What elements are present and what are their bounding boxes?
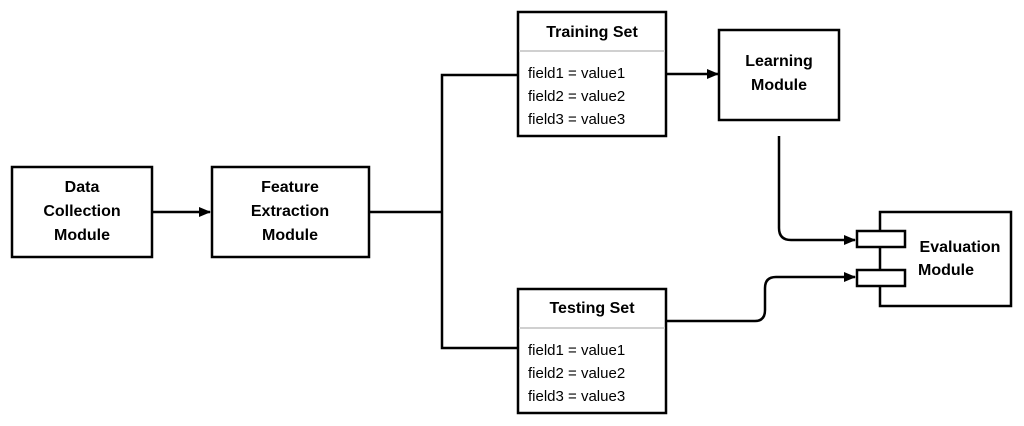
training-set-field-2: field2 = value2: [528, 88, 625, 105]
feature-extraction-module: Feature Extraction Module: [210, 165, 371, 259]
learning-label-1: Learning: [745, 53, 813, 70]
testing-set-title: Testing Set: [549, 300, 635, 317]
edge-split-to-training: [440, 73, 518, 212]
edge-learning-to-evaluation: [777, 136, 856, 245]
evaluation-module: Evaluation Module: [855, 210, 1013, 308]
learning-module: Learning Module: [717, 28, 841, 122]
evaluation-port-bottom: [855, 268, 907, 288]
testing-set: Testing Set field1 = value1 field2 = val…: [516, 287, 668, 415]
evaluation-port-top: [855, 229, 907, 249]
training-set-title: Training Set: [546, 24, 638, 41]
data-collection-label-2: Collection: [43, 203, 120, 220]
testing-set-field-1: field1 = value1: [528, 342, 625, 359]
training-set: Training Set field1 = value1 field2 = va…: [516, 10, 668, 138]
evaluation-label-2: Module: [918, 262, 974, 279]
testing-set-field-3: field3 = value3: [528, 388, 625, 405]
training-set-field-1: field1 = value1: [528, 65, 625, 82]
data-collection-label-1: Data: [65, 179, 100, 196]
data-collection-module: Data Collection Module: [10, 165, 154, 259]
data-collection-label-3: Module: [54, 227, 110, 244]
edge-split-to-testing: [440, 212, 518, 350]
feature-extraction-label-2: Extraction: [251, 203, 329, 220]
training-set-field-3: field3 = value3: [528, 111, 625, 128]
feature-extraction-label-1: Feature: [261, 179, 319, 196]
learning-label-2: Module: [751, 77, 807, 94]
edge-testing-to-evaluation: [666, 272, 856, 323]
evaluation-label-1: Evaluation: [920, 239, 1001, 256]
feature-extraction-label-3: Module: [262, 227, 318, 244]
testing-set-field-2: field2 = value2: [528, 365, 625, 382]
